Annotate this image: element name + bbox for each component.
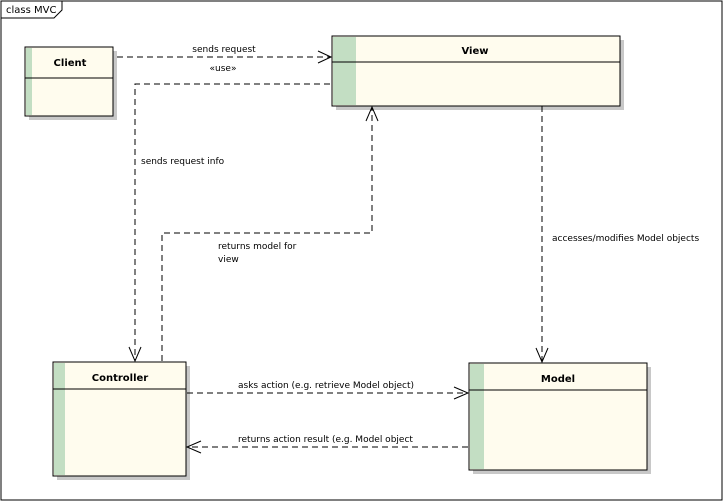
relation-controller-view-label-line1: returns model for xyxy=(218,242,297,252)
relation-controller-view-label-line2: view xyxy=(218,255,239,265)
class-view-name: View xyxy=(461,46,488,57)
relation-model-controller-label: returns action result (e.g. Model object xyxy=(238,435,413,445)
relation-controller-model-label: asks action (e.g. retrieve Model object) xyxy=(238,381,414,391)
relation-model-controller[interactable]: returns action result (e.g. Model object xyxy=(185,435,468,454)
relation-view-model-label: accesses/modifies Model objects xyxy=(552,234,699,244)
class-model[interactable]: Model xyxy=(468,362,651,474)
class-view[interactable]: View xyxy=(331,35,624,110)
class-model-name: Model xyxy=(541,374,575,385)
relation-client-view-label: sends request xyxy=(192,45,256,55)
relation-controller-view[interactable]: returns model for view xyxy=(161,105,379,361)
class-controller-name: Controller xyxy=(92,373,149,384)
relation-view-controller[interactable]: sends request info xyxy=(128,83,330,363)
frame-title: class MVC xyxy=(6,5,56,16)
relation-view-model[interactable]: accesses/modifies Model objects xyxy=(535,106,699,364)
relation-client-view[interactable]: sends request «use» xyxy=(117,45,333,74)
class-controller[interactable]: Controller xyxy=(52,361,190,480)
class-client-name: Client xyxy=(54,58,87,69)
class-client[interactable]: Client xyxy=(24,46,117,120)
relation-client-view-stereotype: «use» xyxy=(210,64,237,74)
relation-view-controller-label: sends request info xyxy=(141,157,225,167)
relation-controller-model[interactable]: asks action (e.g. retrieve Model object) xyxy=(187,381,470,400)
